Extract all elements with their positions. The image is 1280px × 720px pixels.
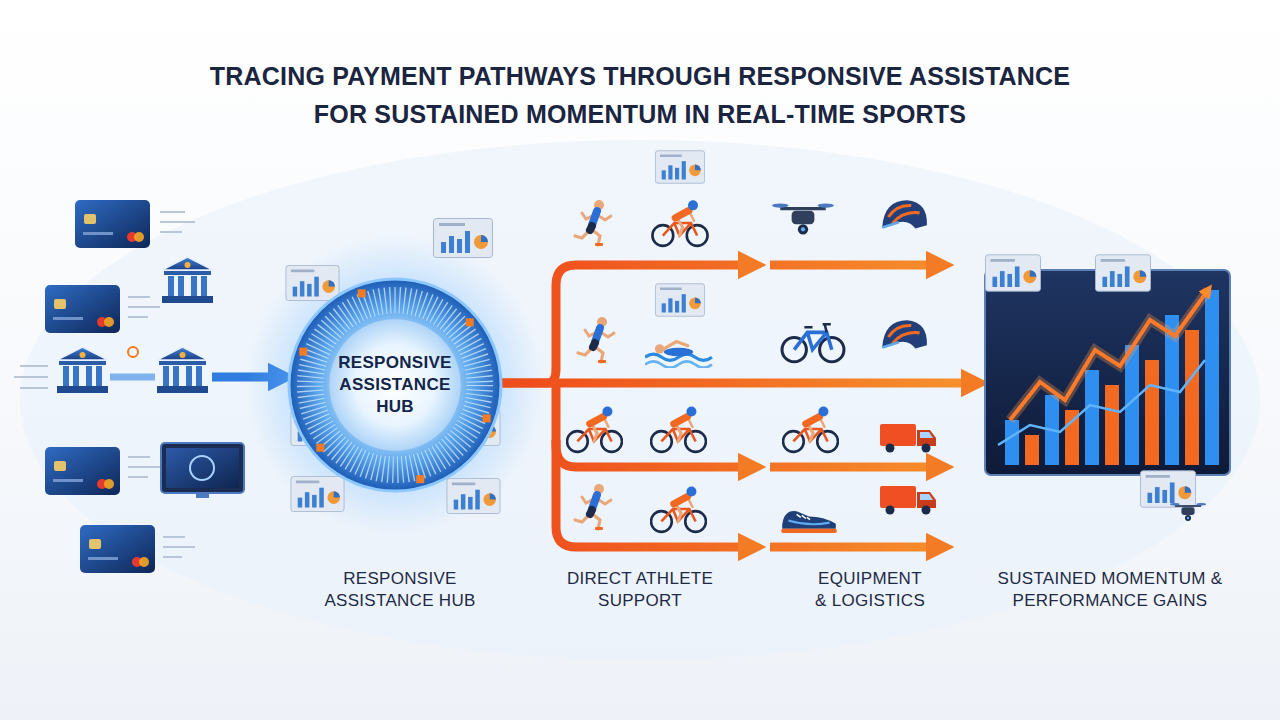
hub-spark bbox=[466, 318, 474, 326]
chart-bar bbox=[1205, 290, 1219, 465]
drone-icon bbox=[772, 204, 834, 235]
flow-arrow bbox=[770, 261, 940, 270]
helmet-icon bbox=[882, 200, 927, 228]
payment-card bbox=[75, 200, 150, 248]
chart-bar bbox=[1005, 420, 1019, 465]
chart-bar bbox=[1145, 360, 1159, 465]
motion-line bbox=[128, 457, 160, 477]
runner-icon bbox=[575, 484, 611, 530]
chart-panel bbox=[985, 270, 1230, 475]
motion-line bbox=[163, 537, 195, 557]
flow-arrow bbox=[770, 463, 940, 472]
payment-card bbox=[80, 525, 155, 573]
flow-arrow bbox=[556, 383, 752, 467]
hub-spark bbox=[299, 348, 307, 356]
payment-card bbox=[45, 285, 120, 333]
bank-icon bbox=[157, 347, 208, 393]
hub-core bbox=[329, 319, 460, 450]
chart-bar bbox=[1105, 385, 1119, 465]
swimmer-icon bbox=[645, 342, 712, 368]
node-label: RESPONSIVE ASSISTANCE HUB bbox=[331, 352, 459, 418]
bank-icon bbox=[162, 257, 213, 303]
column-label: DIRECT ATHLETE SUPPORT bbox=[555, 568, 725, 612]
motion-line bbox=[128, 297, 160, 317]
flow-arrow bbox=[556, 440, 752, 547]
dashboard-icon bbox=[985, 255, 1040, 291]
node-text-box: RESPONSIVE ASSISTANCE HUB bbox=[331, 352, 459, 418]
monitor-icon bbox=[161, 436, 244, 498]
cyclist-icon bbox=[783, 406, 838, 451]
hub-glow bbox=[245, 235, 545, 535]
hub-spark bbox=[416, 475, 424, 483]
dashboard-icon bbox=[291, 476, 344, 511]
drone-icon bbox=[1170, 503, 1206, 521]
background-glow bbox=[20, 140, 1260, 660]
dashboard-icon bbox=[447, 478, 500, 513]
hub-disc bbox=[289, 279, 501, 491]
hub-node: RESPONSIVE ASSISTANCE HUB bbox=[287, 277, 503, 493]
cyclist-icon bbox=[651, 486, 706, 531]
column-label: EQUIPMENT & LOGISTICS bbox=[813, 568, 927, 612]
helmet-icon bbox=[882, 320, 927, 348]
flow-arrow bbox=[770, 543, 940, 552]
payment-card bbox=[45, 447, 120, 495]
runner-icon bbox=[578, 317, 614, 363]
shoe-icon bbox=[781, 511, 837, 533]
cyclist-icon bbox=[567, 406, 622, 451]
trend-glow bbox=[1010, 290, 1208, 420]
motion-line bbox=[160, 212, 195, 232]
signal-dot bbox=[128, 347, 138, 357]
dashboard-icon bbox=[434, 219, 493, 258]
flow-arrow bbox=[500, 379, 975, 388]
truck-icon bbox=[862, 424, 936, 453]
bank-icon bbox=[57, 347, 108, 393]
hub-spark bbox=[316, 444, 324, 452]
dashboard-icon bbox=[655, 284, 704, 317]
cyclist-icon bbox=[652, 200, 707, 246]
chart-bars bbox=[1005, 290, 1219, 465]
chart-bar bbox=[1085, 370, 1099, 465]
bike-icon bbox=[782, 324, 844, 362]
truck-icon bbox=[862, 486, 936, 515]
dashboard-icon bbox=[1140, 471, 1195, 507]
dashboard-icon bbox=[286, 265, 339, 300]
distribution-arrows bbox=[500, 265, 975, 547]
hub-spark bbox=[358, 289, 366, 297]
flow-arrow bbox=[500, 265, 752, 383]
runner-icon bbox=[575, 200, 611, 246]
column-label: RESPONSIVE ASSISTANCE HUB bbox=[320, 568, 480, 612]
diagram-title: TRACING PAYMENT PATHWAYS THROUGH RESPONS… bbox=[190, 57, 1090, 133]
trend-arrow bbox=[1010, 290, 1208, 420]
payment-flow bbox=[110, 374, 155, 381]
hub-spark bbox=[483, 414, 491, 422]
motion-line bbox=[14, 366, 48, 388]
chart-bar bbox=[1185, 330, 1199, 465]
dashboard-icon bbox=[1095, 255, 1150, 291]
cyclist-icon bbox=[651, 406, 706, 451]
hub-rays bbox=[310, 300, 480, 470]
dashboard-icon bbox=[655, 151, 704, 184]
chart-bar bbox=[1025, 435, 1039, 465]
column-label: SUSTAINED MOMENTUM & PERFORMANCE GAINS bbox=[990, 568, 1230, 612]
